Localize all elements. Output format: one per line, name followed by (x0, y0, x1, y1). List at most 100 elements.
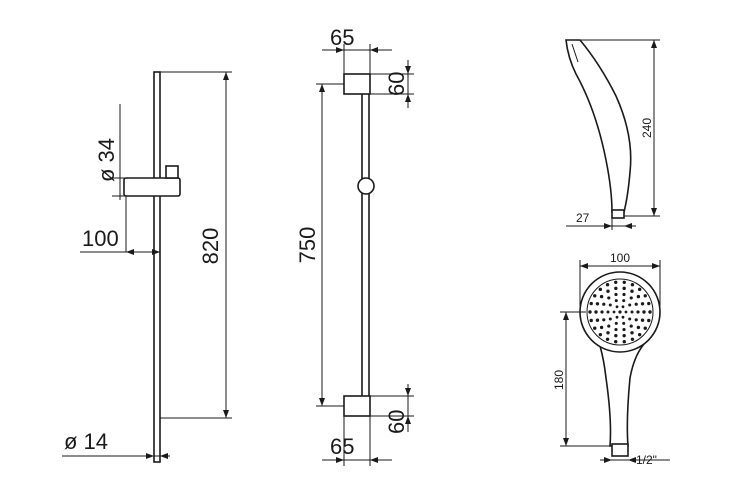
dim-offset: 100 (82, 226, 119, 251)
spray-nozzle (598, 287, 603, 292)
spray-nozzle (593, 294, 597, 298)
spray-nozzle (636, 325, 641, 330)
spray-nozzle (622, 286, 626, 291)
spray-nozzle (629, 296, 633, 300)
spray-nozzle (647, 318, 651, 323)
spray-nozzle (643, 326, 647, 330)
spray-nozzle (614, 321, 618, 325)
dim-bracket-top-height: 60 (384, 72, 409, 96)
spray-nozzle (606, 331, 610, 335)
spray-nozzle (621, 315, 625, 319)
spray-nozzle (599, 325, 604, 330)
spray-nozzle (618, 310, 622, 314)
spray-nozzle (598, 332, 603, 337)
spray-nozzle (622, 292, 626, 297)
spray-nozzle (642, 310, 646, 314)
handshower-side-view: 240 27 (565, 39, 660, 230)
spray-nozzle (622, 299, 626, 303)
spray-nozzle (607, 324, 611, 328)
spray-nozzle (622, 280, 626, 285)
handshower-side-outline (565, 39, 632, 213)
bracket-bottom (343, 395, 371, 417)
dim-handle-width: 27 (576, 211, 590, 225)
spray-nozzle (595, 302, 600, 306)
spray-nozzle (615, 315, 619, 319)
spray-nozzle (622, 327, 626, 332)
spray-nozzle (640, 318, 645, 322)
spray-nozzle (624, 310, 628, 314)
spray-nozzle (637, 332, 642, 337)
spray-nozzle (595, 318, 600, 322)
spray-nozzle (605, 283, 610, 287)
spray-nozzle (608, 317, 612, 321)
spray-nozzles (588, 280, 652, 344)
dim-head-diameter: 100 (610, 251, 630, 265)
rail-tube (153, 71, 161, 463)
rail-front-view: 820 ø 34 100 ø 14 (62, 71, 232, 463)
rail-side-tube (361, 91, 370, 399)
spray-nozzle (628, 303, 632, 307)
spray-nozzle (621, 305, 625, 309)
rail-side-view: 65 60 750 60 65 (295, 25, 414, 466)
spray-nozzle (602, 318, 606, 322)
dim-handshower-front-length: 180 (552, 370, 566, 390)
slider-holder (123, 177, 181, 197)
spray-nozzle (628, 317, 632, 321)
dim-rail-diameter: ø 14 (64, 429, 108, 454)
spray-nozzle (643, 294, 647, 298)
dim-bracket-bottom-width: 65 (330, 434, 354, 459)
spray-nozzle (630, 283, 635, 287)
spray-nozzle (640, 302, 645, 306)
spray-nozzle (593, 326, 597, 330)
spray-nozzle (594, 310, 598, 314)
spray-nozzle (622, 333, 626, 338)
spray-nozzle (636, 310, 640, 314)
spray-nozzle (608, 303, 612, 307)
spray-nozzle (605, 337, 610, 341)
dim-thread: 1/2" (636, 453, 657, 467)
spray-nozzle (589, 301, 593, 306)
dim-handshower-length: 240 (640, 118, 654, 138)
spray-nozzle (588, 310, 592, 314)
dim-holder-diameter: ø 34 (94, 138, 119, 182)
spray-nozzle (614, 286, 618, 291)
spray-nozzle (647, 301, 651, 306)
spray-nozzle (600, 310, 604, 314)
spray-nozzle (637, 287, 642, 292)
spray-nozzle (614, 292, 618, 297)
spray-nozzle (614, 333, 618, 338)
spray-nozzle (614, 327, 618, 332)
spray-nozzle (614, 280, 618, 285)
spray-nozzle (634, 302, 638, 306)
spray-nozzle (614, 299, 618, 303)
slider-knob (357, 177, 375, 195)
handshower-side-thread (611, 209, 625, 219)
spray-nozzle (599, 294, 604, 299)
handshower-front-view: 100 180 1/2" (552, 251, 670, 467)
spray-nozzle (602, 302, 606, 306)
dim-total-length: 820 (198, 228, 223, 265)
spray-nozzle (622, 339, 626, 344)
spray-nozzle (630, 310, 634, 314)
dim-bracket-bottom-height: 60 (384, 410, 409, 434)
spray-nozzle (630, 289, 634, 293)
bracket-top (343, 73, 371, 95)
spray-nozzle (607, 296, 611, 300)
spray-nozzle (634, 318, 638, 322)
spray-nozzle (612, 310, 616, 314)
spray-nozzle (589, 318, 593, 323)
dim-bracket-top-width: 65 (330, 25, 354, 50)
spray-nozzle (614, 339, 618, 344)
spray-nozzle (629, 324, 633, 328)
spray-nozzle (648, 310, 652, 314)
dim-centers: 750 (295, 227, 320, 264)
spray-nozzle (630, 337, 635, 341)
handshower-front-thread (611, 443, 629, 457)
handshower-front-outline (598, 343, 646, 447)
spray-nozzle (606, 310, 610, 314)
spray-nozzle (630, 331, 634, 335)
spray-nozzle (606, 289, 610, 293)
spray-nozzle (615, 305, 619, 309)
spray-nozzle (622, 321, 626, 325)
